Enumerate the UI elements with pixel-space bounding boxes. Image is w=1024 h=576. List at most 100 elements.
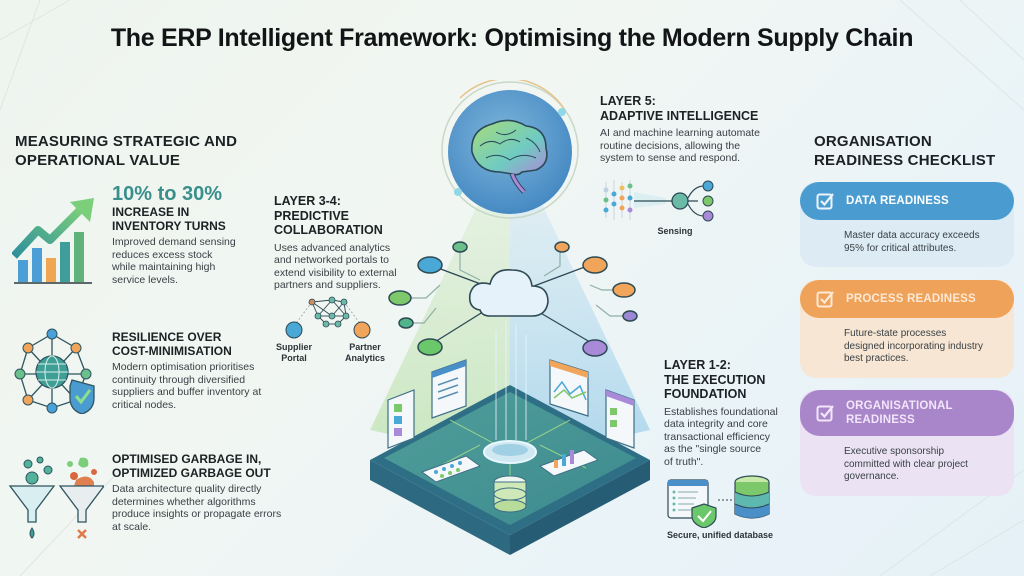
card-description: Future-state processes designed incorpor… [800,318,1014,378]
caption-line: Portal [281,353,307,363]
secure-database-caption: Secure, unified database [666,530,774,540]
page-title: The ERP Intelligent Framework: Optimisin… [110,24,914,52]
heading-line: ORGANISATION [814,133,932,150]
right-panel-heading: ORGANISATION READINESS CHECKLIST [814,132,1014,170]
checkbox-checked-icon [816,291,834,308]
kpi-body: Improved demand sensing reduces excess s… [112,236,262,286]
body-line: Executive sponsorship [844,446,945,457]
kpi-title-line: INCREASE IN [112,205,190,219]
body-line: Improved demand sensing [112,236,236,248]
body-line: at scale. [112,520,152,533]
body-line: Uses advanced analytics [274,241,391,254]
body-line: produce insights or propagate errors [112,508,282,521]
body-line: of truth". [664,455,704,468]
layer-3-4-body: Uses advanced analytics and networked po… [274,242,424,292]
card-header: DATA READINESS [800,182,1014,220]
supplier-portal-caption: Supplier Portal [272,342,316,364]
title-line: READINESS [846,414,915,426]
growth-chart-icon [12,198,94,284]
heading-line: MEASURING STRATEGIC AND [15,133,238,150]
card-description: Executive sponsorship committed with cle… [800,436,1014,496]
layer-5-title: LAYER 5: ADAPTIVE INTELLIGENCE [600,94,790,123]
body-line: Future-state processes [844,328,947,339]
kpi-inventory-turns: 10% to 30% INCREASE IN INVENTORY TURNS I… [112,183,262,286]
layer-1-2-body: Establishes foundational data integrity … [664,406,804,469]
layer-5-body: AI and machine learning automate routine… [600,127,790,165]
body-line: 95% for critical attributes. [844,242,957,254]
block-title: RESILIENCE OVER COST-MINIMISATION [112,330,272,358]
title-line: PREDICTIVE [274,208,350,223]
card-description: Master data accuracy exceeds 95% for cri… [800,220,1014,267]
body-line: while maintaining high [112,261,216,274]
checkbox-checked-icon [816,405,834,422]
body-line: system to sense and respond. [600,152,741,165]
title-line: LAYER 5: [600,94,656,108]
layer-1-2-block: LAYER 1-2: THE EXECUTION FOUNDATION Esta… [664,358,804,468]
body-line: critical nodes. [112,398,177,411]
body-line: Establishes foundational [664,405,778,418]
body-line: transactional efficiency [664,430,771,443]
body-line: Data architecture quality directly [112,483,262,495]
heading-line: OPERATIONAL VALUE [15,152,181,169]
checklist-card-data-readiness: DATA READINESS Master data accuracy exce… [800,182,1014,267]
body-line: determines whether algorithms [112,495,256,508]
body-line: service levels. [112,273,178,286]
body-line: best practices. [844,353,909,364]
body-line: as the "single source [664,443,762,456]
title-line: LAYER 1-2: [664,358,731,372]
partner-analytics-caption: Partner Analytics [338,342,392,364]
body-line: and networked portals to [274,254,389,267]
body-line: partners and suppliers. [274,279,381,292]
body-line: designed incorporating industry [844,340,983,352]
body-line: Master data accuracy exceeds [844,230,980,241]
kpi-title-line: INVENTORY TURNS [112,219,226,233]
collaboration-network-icon [285,296,371,339]
block-title: OPTIMISED GARBAGE IN, OPTIMIZED GARBAGE … [112,452,282,480]
checklist-card-organisational-readiness: ORGANISATIONAL READINESS Executive spons… [800,390,1014,496]
kpi-stat: 10% to 30% [112,183,223,205]
garbage-in-out-block: OPTIMISED GARBAGE IN, OPTIMIZED GARBAGE … [112,452,282,533]
title-line: OPTIMIZED GARBAGE OUT [112,466,271,480]
body-line: suppliers and buffer inventory at [112,386,262,399]
card-title: DATA READINESS [846,195,949,207]
layer-3-4-title: LAYER 3-4: PREDICTIVE COLLABORATION [274,194,424,238]
title-line: COLLABORATION [274,223,383,237]
title-line: OPTIMISED GARBAGE IN, [112,452,262,466]
card-title: PROCESS READINESS [846,293,976,305]
caption-line: Partner [349,342,381,352]
checklist-card-process-readiness: PROCESS READINESS Future-state processes… [800,280,1014,378]
body-line: reduces excess stock [112,248,213,261]
kpi-title: INCREASE IN INVENTORY TURNS [112,205,262,233]
sensing-caption: Sensing [657,226,693,236]
title-line: FOUNDATION [664,387,747,401]
block-body: Data architecture quality directly deter… [112,483,282,533]
title-line: THE EXECUTION [664,372,766,387]
body-line: routine decisions, allowing the [600,139,741,152]
erp-platform-illustration [370,80,650,555]
body-line: committed with clear project [844,458,968,470]
caption-line: Supplier [275,342,312,352]
funnels-icon [8,456,104,539]
sensing-icon [603,180,714,222]
global-network-shield-icon [14,328,95,414]
card-header: ORGANISATIONAL READINESS [800,390,1014,436]
title-line: ORGANISATIONAL [846,400,953,412]
caption-line: Analytics [344,353,386,363]
body-line: AI and machine learning automate [600,127,760,139]
title-line: ADAPTIVE INTELLIGENCE [600,108,759,123]
title-line: COST-MINIMISATION [112,344,232,358]
body-line: data integrity and core [664,418,768,431]
block-body: Modern optimisation prioritises continui… [112,361,272,411]
body-line: Modern optimisation prioritises [112,361,255,373]
layer-1-2-title: LAYER 1-2: THE EXECUTION FOUNDATION [664,358,804,402]
checkbox-checked-icon [816,193,834,210]
resilience-block: RESILIENCE OVER COST-MINIMISATION Modern… [112,330,272,411]
card-header: PROCESS READINESS [800,280,1014,318]
layer-5-block: LAYER 5: ADAPTIVE INTELLIGENCE AI and ma… [600,94,790,165]
secure-database-icon [667,475,770,528]
body-line: governance. [844,471,900,482]
left-panel-heading: MEASURING STRATEGIC AND OPERATIONAL VALU… [15,132,265,170]
layer-3-4-block: LAYER 3-4: PREDICTIVE COLLABORATION Uses… [274,194,424,292]
body-line: extend visibility to external [274,266,397,279]
heading-line: READINESS CHECKLIST [814,152,996,169]
